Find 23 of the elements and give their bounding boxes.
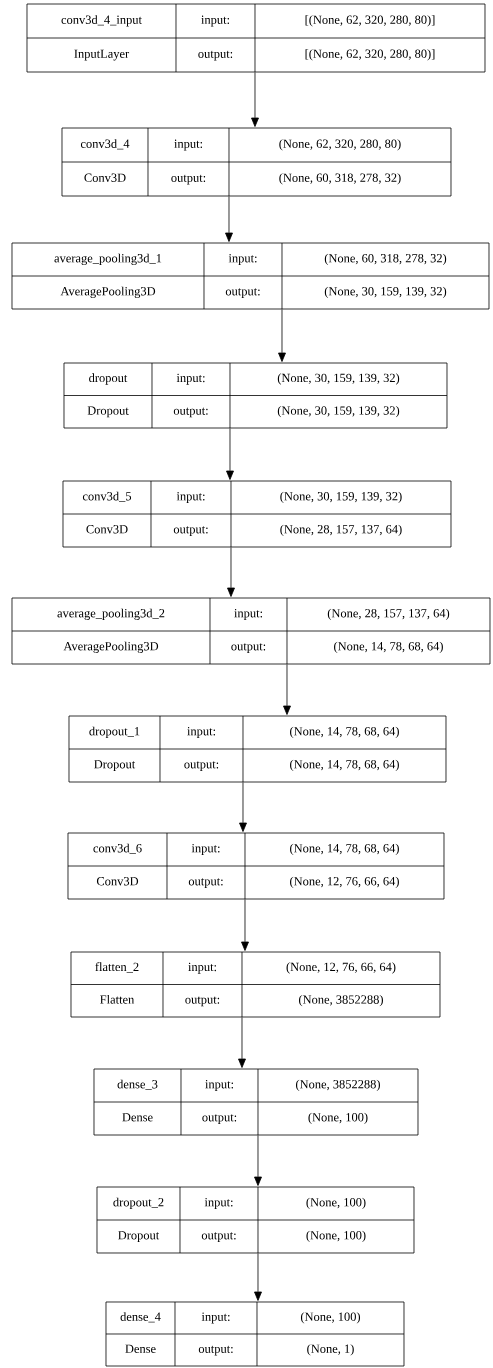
layer-table: conv3d_4 input: (None, 62, 320, 280, 80) Conv3D output: (None, 60, 318, 278, 32) [61,127,452,197]
layer-table: dense_4 input: (None, 100) Dense output: (None, 1) [105,1301,405,1367]
layer-table: dropout input: (None, 30, 159, 139, 32) Dropout output: (None, 30, 159, 139, 32) [63,362,448,429]
arrow [226,428,234,480]
layer-table: conv3d_4_input input: [(None, 62, 320, 280, 80)] InputLayer output: [(None, 62, 320, 280, 80)] [26,3,486,73]
layer-table: conv3d_6 input: (None, 14, 78, 68, 64) Conv3D output: (None, 12, 76, 66, 64) [67,832,445,900]
layer-table: conv3d_5 input: (None, 30, 159, 139, 32) Conv3D output: (None, 28, 157, 137, 64) [62,480,452,548]
arrow [241,899,249,951]
layer-table: dropout_1 input: (None, 14, 78, 68, 64) Dropout output: (None, 14, 78, 68, 64) [68,715,447,783]
arrow [225,196,233,242]
arrow [283,664,291,715]
arrow [254,1135,262,1186]
arrow [239,782,247,832]
layer-table: average_pooling3d_1 input: (None, 60, 318, 278, 32) AveragePooling3D output: (None, 30, 159, 139, 32) [11,242,490,310]
arrow [278,309,286,362]
layer-table: flatten_2 input: (None, 12, 76, 66, 64) Flatten output: (None, 3852288) [70,951,441,1018]
layer-table: dense_3 input: (None, 3852288) Dense output: (None, 100) [93,1068,419,1136]
arrow [254,1253,262,1301]
arrow [251,72,259,127]
arrow [227,547,235,597]
arrow [238,1017,246,1068]
layer-table: average_pooling3d_2 input: (None, 28, 157, 137, 64) AveragePooling3D output: (None, 14, 78, 68, 64) [11,597,491,665]
layer-table: dropout_2 input: (None, 100) Dropout output: (None, 100) [96,1186,415,1254]
